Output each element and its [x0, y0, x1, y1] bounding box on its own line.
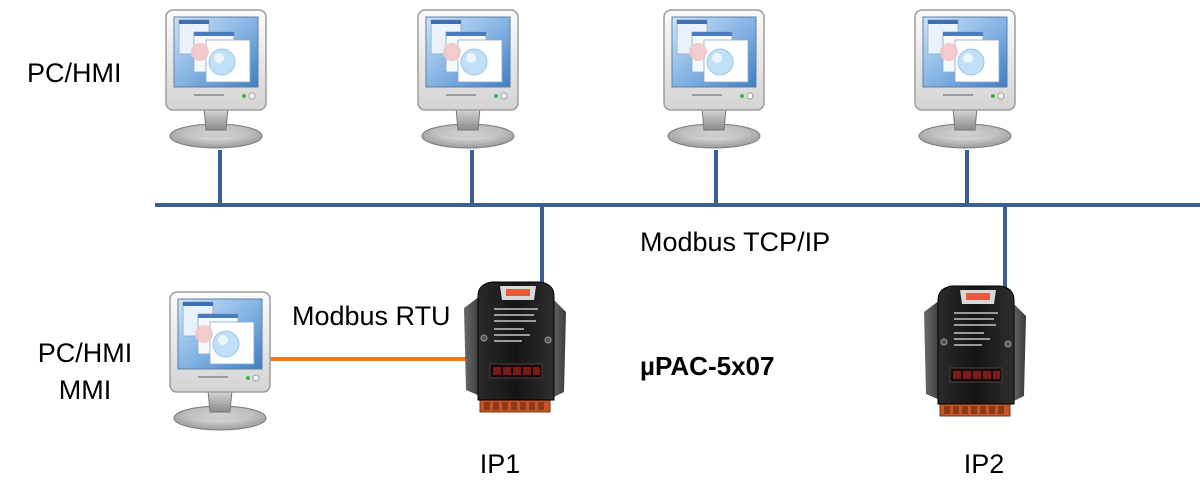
crt-monitor-icon — [417, 9, 519, 149]
crt-monitor-icon — [169, 291, 271, 431]
tcp-bus — [155, 150, 1200, 290]
modbus-tcp-ip-label: Modbus TCP/IP — [640, 227, 831, 257]
bottom-left-mmi-label: MMI — [58, 375, 112, 405]
crt-monitor-icon — [663, 9, 765, 149]
modbus-rtu-label: Modbus RTU — [292, 301, 451, 331]
bottom-left-pc-hmi-label: PC/HMI — [37, 338, 133, 368]
crt-monitor-icon — [914, 9, 1016, 149]
top-pc-hmi-label: PC/HMI — [27, 58, 122, 88]
crt-monitor-icon — [165, 9, 267, 149]
ip2-label: IP2 — [963, 449, 1005, 479]
ip1-label: IP1 — [479, 449, 521, 479]
upac-controller-icon — [923, 285, 1027, 417]
device-model-label: µPAC-5x07 — [640, 351, 775, 381]
upac-controller-icon — [463, 281, 567, 413]
